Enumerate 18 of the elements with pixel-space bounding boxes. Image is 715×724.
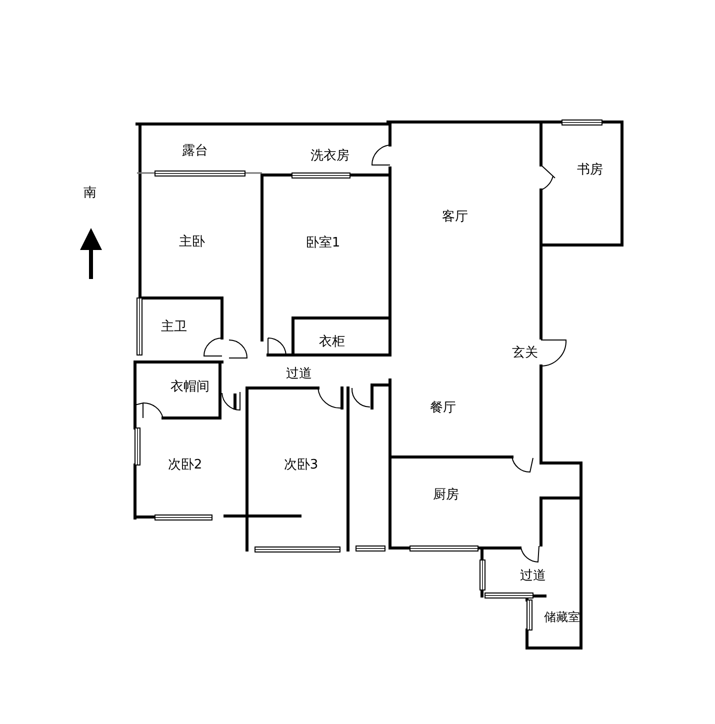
room-label: 衣帽间 xyxy=(170,380,210,394)
room-label: 洗衣房 xyxy=(310,150,350,162)
room-label: 次卧2 xyxy=(168,458,202,472)
room-label: 卧室1 xyxy=(306,236,340,250)
room-label: 衣柜 xyxy=(319,336,345,348)
room-label: 主卧 xyxy=(179,236,205,248)
room-label: 次卧3 xyxy=(284,458,318,472)
room-label: 玄关 xyxy=(512,346,538,360)
room-label: 储藏室 xyxy=(544,611,580,623)
room-label: 过道 xyxy=(520,570,546,582)
room-label: 主卫 xyxy=(161,320,187,334)
room-label: 餐厅 xyxy=(430,402,456,414)
room-label: 厨房 xyxy=(433,488,459,502)
room-label: 书房 xyxy=(577,164,603,176)
direction-label: 南 xyxy=(84,186,96,200)
room-label: 露台 xyxy=(182,144,208,158)
room-label: 过道 xyxy=(286,368,312,380)
room-label: 客厅 xyxy=(442,210,468,224)
